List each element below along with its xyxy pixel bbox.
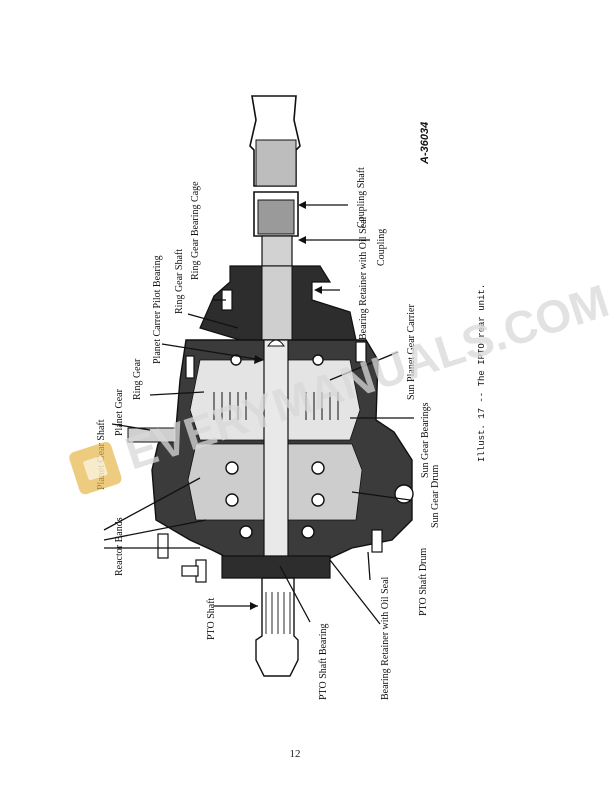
cutaway-drawing bbox=[127, 95, 414, 677]
label-pto-shaft-drum: PTO Shaft Drum bbox=[418, 548, 429, 616]
label-bearing-retainer-oil-seal-upper: Bearing Retainer with Oil Seal bbox=[358, 216, 369, 340]
label-reactor-bands: Reactor Bands bbox=[114, 517, 125, 576]
label-ring-gear-bearing-cage: Ring Gear Bearing Cage bbox=[190, 181, 201, 280]
label-coupling-shaft: Coupling Shaft bbox=[356, 167, 367, 228]
label-ring-gear: Ring Gear bbox=[132, 358, 143, 400]
label-sun-planet-gear-carrier: Sun Planet Gear Carrier bbox=[406, 304, 417, 400]
label-bearing-retainer-oil-seal-lower: Bearing Retainer with Oil Seal bbox=[380, 576, 391, 700]
label-coupling: Coupling bbox=[376, 229, 387, 266]
label-planet-gear: Planet Gear bbox=[114, 388, 125, 436]
reference-id: A-36034 bbox=[419, 122, 431, 165]
page-number: 12 bbox=[289, 748, 301, 760]
label-pto-shaft: PTO Shaft bbox=[206, 597, 217, 640]
figure-caption: Illust. 17 -- The IPTO rear unit. bbox=[477, 284, 487, 462]
component-labels: Coupling Shaft Coupling Ring Gear Bearin… bbox=[96, 122, 487, 700]
label-sun-gear-bearings: Sun Gear Bearings bbox=[420, 402, 431, 478]
arrowheads bbox=[250, 201, 322, 610]
label-pto-shaft-bearing: PTO Shaft Bearing bbox=[318, 624, 329, 700]
label-sun-gear-drum: Sun Gear Drum bbox=[430, 464, 441, 528]
label-planet-carrier-pilot-bearing: Planet Carrer Pilot Bearing bbox=[152, 255, 163, 364]
label-ring-gear-shaft: Ring Gear Shaft bbox=[174, 249, 185, 314]
